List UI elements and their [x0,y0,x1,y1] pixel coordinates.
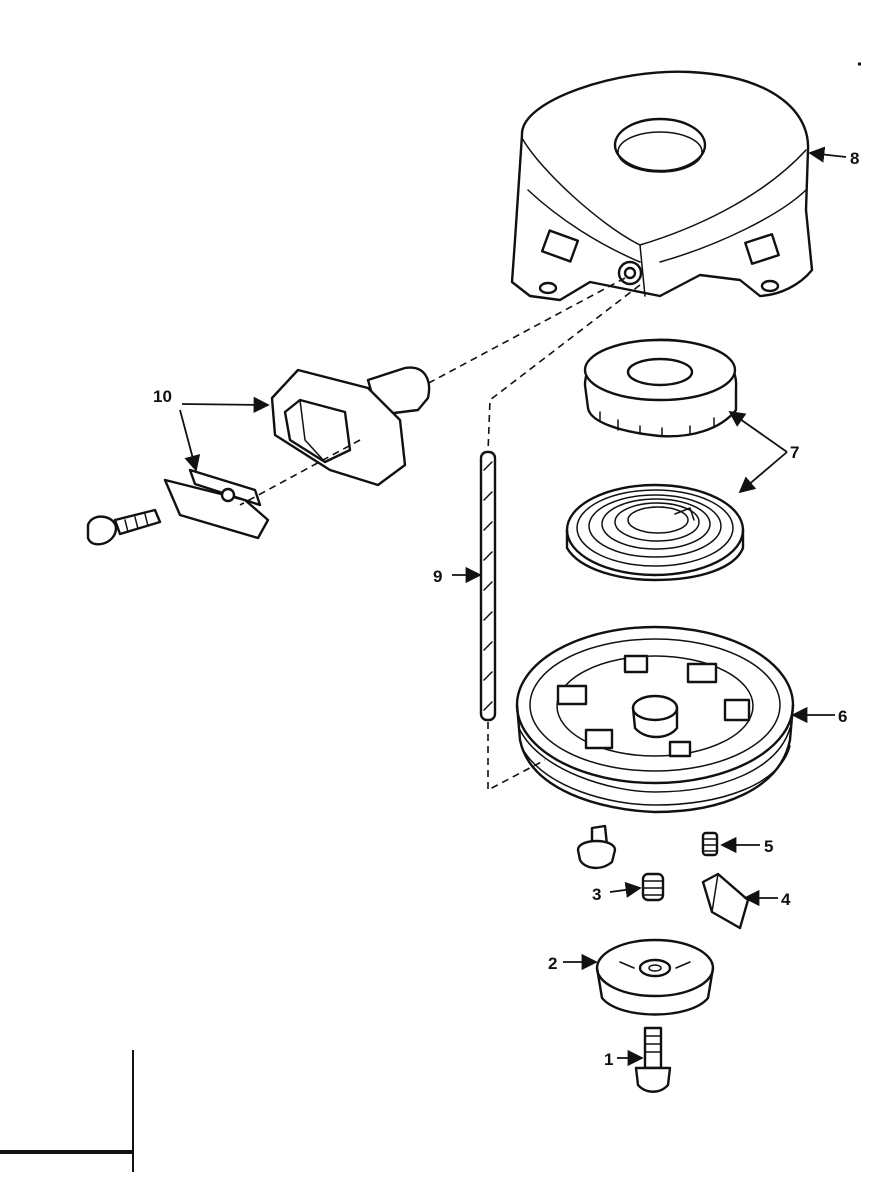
part-label-9: 9 [433,567,442,586]
pawl-part [701,872,750,930]
part-label-2: 2 [548,954,557,973]
part-label-10: 10 [153,387,172,406]
part-number-labels: 8 7 6 5 4 3 2 1 9 10 [153,149,859,1069]
handle-insert-part [163,468,270,540]
brake-spring-part [641,872,665,902]
assembly-dashed-lines [239,277,641,792]
handle-part [270,366,431,487]
rope-part [479,450,497,722]
spring-cover-part [583,338,738,438]
handle-screw-part [86,508,162,546]
part-label-4: 4 [781,890,791,909]
frame-lines [0,62,861,1172]
callout-arrows [179,146,847,1067]
part-label-1: 1 [604,1050,613,1069]
retainer-screw-part [576,824,617,870]
part-label-3: 3 [592,885,601,904]
spring-coil-part [565,483,745,582]
housing-part [510,70,814,302]
pulley-part [515,625,795,814]
part-label-6: 6 [838,707,847,726]
part-label-5: 5 [764,837,773,856]
bolt-part [634,1026,672,1093]
small-spring-part [701,831,719,857]
part-label-7: 7 [790,443,799,462]
retainer-cup-part [595,938,715,1016]
part-label-8: 8 [850,149,859,168]
